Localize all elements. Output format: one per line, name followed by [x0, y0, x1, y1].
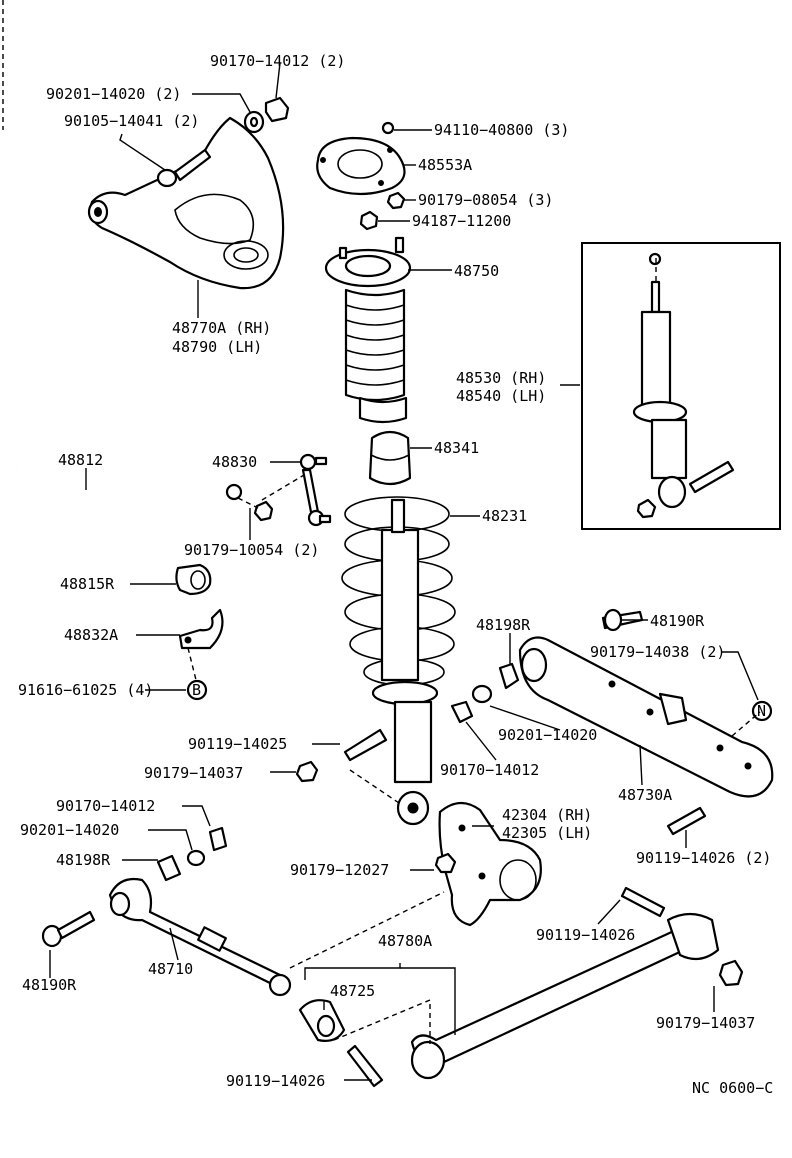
shock-absorber-lower-drawing	[371, 680, 439, 826]
bump-stopper-drawing	[368, 430, 412, 486]
label-94110-40800-3: 94110−40800 (3)	[434, 121, 569, 139]
label-48725: 48725	[330, 982, 375, 1000]
label-48770A-rh: 48770A (RH)	[172, 319, 271, 337]
label-ref-b: B	[192, 681, 201, 699]
bolt-90119-14026-2-drawing	[666, 806, 707, 836]
label-42305-lh: 42305 (LH)	[502, 824, 592, 842]
bolt-48190R-top-head	[603, 608, 623, 632]
stabilizer-bar-drawing	[17, 464, 243, 532]
nut-90179-08054-drawing	[386, 191, 406, 210]
stabilizer-bushing-drawing	[175, 563, 212, 596]
label-90170-14012-2: 90170−14012 (2)	[210, 52, 345, 70]
label-90119-14026-bottom: 90119−14026	[226, 1072, 325, 1090]
label-48190R-top: 48190R	[650, 612, 705, 630]
nut-90170-left-drawing	[208, 826, 228, 852]
label-90179-12027: 90179−12027	[290, 861, 389, 879]
upper-arm-bolt-drawing	[156, 148, 212, 188]
label-48832A: 48832A	[64, 626, 118, 644]
label-48730A: 48730A	[618, 786, 672, 804]
label-90119-14025: 90119−14025	[188, 735, 287, 753]
label-94187-11200: 94187−11200	[412, 212, 511, 230]
label-48553A: 48553A	[418, 156, 472, 174]
label-48198R-left: 48198R	[56, 851, 111, 869]
nut-90179-12027-drawing	[434, 852, 457, 874]
label-90170-14012-left: 90170−14012	[56, 797, 155, 815]
label-42304-rh: 42304 (RH)	[502, 806, 592, 824]
nut-90179-10054-drawing	[253, 500, 274, 522]
label-48815R: 48815R	[60, 575, 115, 593]
washer-90201-mid-drawing	[471, 684, 493, 704]
nut-94110-drawing	[381, 121, 395, 135]
dust-boot-drawing	[344, 288, 408, 424]
washer-90201-left-drawing	[186, 849, 206, 867]
shock-absorber-inset-box	[581, 242, 781, 530]
rear-axle-carrier-drawing	[438, 801, 542, 927]
label-48540-lh: 48540 (LH)	[456, 387, 546, 405]
label-90179-10054-2: 90179−10054 (2)	[184, 541, 319, 559]
label-90179-08054-3: 90179−08054 (3)	[418, 191, 553, 209]
leader-lines	[49, 62, 761, 1081]
bolt-90119-14025-drawing	[343, 728, 388, 762]
cam-48198R-top-drawing	[498, 662, 520, 690]
lower-control-arm-48730A-drawing	[518, 636, 774, 798]
label-91616-61025-4: 91616−61025 (4)	[18, 681, 153, 699]
upper-control-arm-drawing	[87, 116, 285, 290]
cam-48198R-left-drawing	[156, 854, 182, 882]
label-90201-14020-left: 90201−14020	[20, 821, 119, 839]
label-48812: 48812	[58, 451, 103, 469]
nut-90179-14037-left-drawing	[295, 760, 319, 783]
upper-support-plate-drawing	[316, 136, 406, 196]
diagram-code: NC 0600−C	[692, 1079, 773, 1097]
label-48790-lh: 48790 (LH)	[172, 338, 262, 356]
label-48830: 48830	[212, 453, 257, 471]
nut-90179-14037-right-drawing	[718, 959, 744, 987]
label-90201-14020-2: 90201−14020 (2)	[46, 85, 181, 103]
label-48750: 48750	[454, 262, 499, 280]
label-90119-14026-2: 90119−14026 (2)	[636, 849, 771, 867]
nut-ref-n-circle	[751, 700, 773, 722]
shock-absorber-inset-drawing	[632, 252, 735, 519]
coil-spring-drawing	[341, 496, 456, 686]
lateral-link-48710-drawing	[108, 877, 292, 997]
washer-hole	[249, 116, 259, 128]
label-48780A: 48780A	[378, 932, 432, 950]
label-90105-14041-2: 90105−14041 (2)	[64, 112, 199, 130]
label-48341: 48341	[434, 439, 479, 457]
bolt-90119-14026-bottom-drawing	[346, 1044, 384, 1088]
stabilizer-link-drawing	[299, 453, 332, 527]
bolt-ref-b-circle	[186, 679, 208, 701]
part-labels: 90170−14012 (2) 90201−14020 (2) 90105−14…	[18, 52, 773, 1097]
label-90179-14037-right: 90179−14037	[656, 1014, 755, 1032]
strut-rod-48780A-drawing	[410, 912, 720, 1080]
label-90179-14037-left: 90179−14037	[144, 764, 243, 782]
bolt-90119-14026-right-drawing	[620, 886, 666, 918]
nut-90170-drawing	[264, 96, 290, 123]
label-48710: 48710	[148, 960, 193, 978]
label-90119-14026-right: 90119−14026	[536, 926, 635, 944]
label-90201-14020-mid: 90201−14020	[498, 726, 597, 744]
label-48530-rh: 48530 (RH)	[456, 369, 546, 387]
nut-94187-drawing	[359, 210, 379, 231]
label-48190R-bottom: 48190R	[22, 976, 77, 994]
label-48198R-top: 48198R	[476, 616, 531, 634]
label-90179-14038-2: 90179−14038 (2)	[590, 643, 725, 661]
bushing-48725-drawing	[298, 999, 346, 1042]
label-ref-n: N	[757, 702, 766, 720]
nut-90170-mid-drawing	[450, 700, 474, 724]
upper-mount-drawing	[324, 236, 412, 288]
bolt-48190R-bottom-drawing	[41, 910, 96, 948]
label-48231: 48231	[482, 507, 527, 525]
label-90170-14012-mid: 90170−14012	[440, 761, 539, 779]
stabilizer-bracket-drawing	[178, 608, 224, 650]
